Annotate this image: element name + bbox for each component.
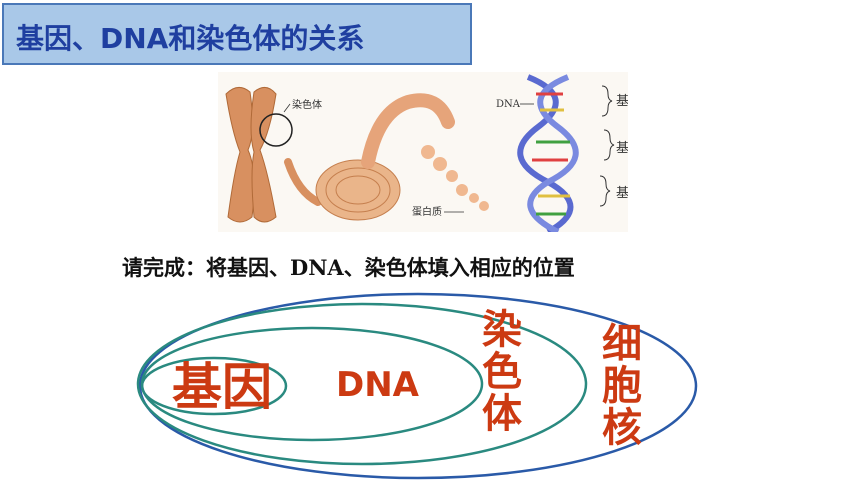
illustration-svg: 染色体 蛋白质 D	[225, 74, 642, 235]
title-banner: 基因、DNA和染色体的关系	[2, 3, 472, 65]
gene-label: 基因	[172, 358, 272, 416]
chromosome-dna-illustration: 染色体 蛋白质 D	[218, 72, 642, 235]
nucleus-ring	[138, 292, 698, 480]
nucleus-label: 细胞核	[595, 322, 641, 448]
chromosome-small-label: 染色体	[292, 98, 322, 111]
chromosome-label: 染色体	[475, 308, 521, 434]
chromosome-circle-marker	[259, 113, 293, 147]
protein-label: 蛋白质	[412, 205, 442, 218]
instruction-text: 请完成：将基因、DNA、染色体填入相应的位置	[122, 255, 575, 280]
coiled-chromatin	[284, 93, 489, 221]
page-title: 基因、DNA和染色体的关系	[16, 22, 365, 55]
dna-helix	[517, 74, 579, 235]
dna-small-label: DNA	[496, 99, 521, 110]
chromosome-ring	[136, 302, 588, 466]
gene-ring	[140, 356, 288, 416]
chromosome-shape: 染色体	[225, 87, 322, 223]
dna-label: DNA	[336, 365, 419, 405]
